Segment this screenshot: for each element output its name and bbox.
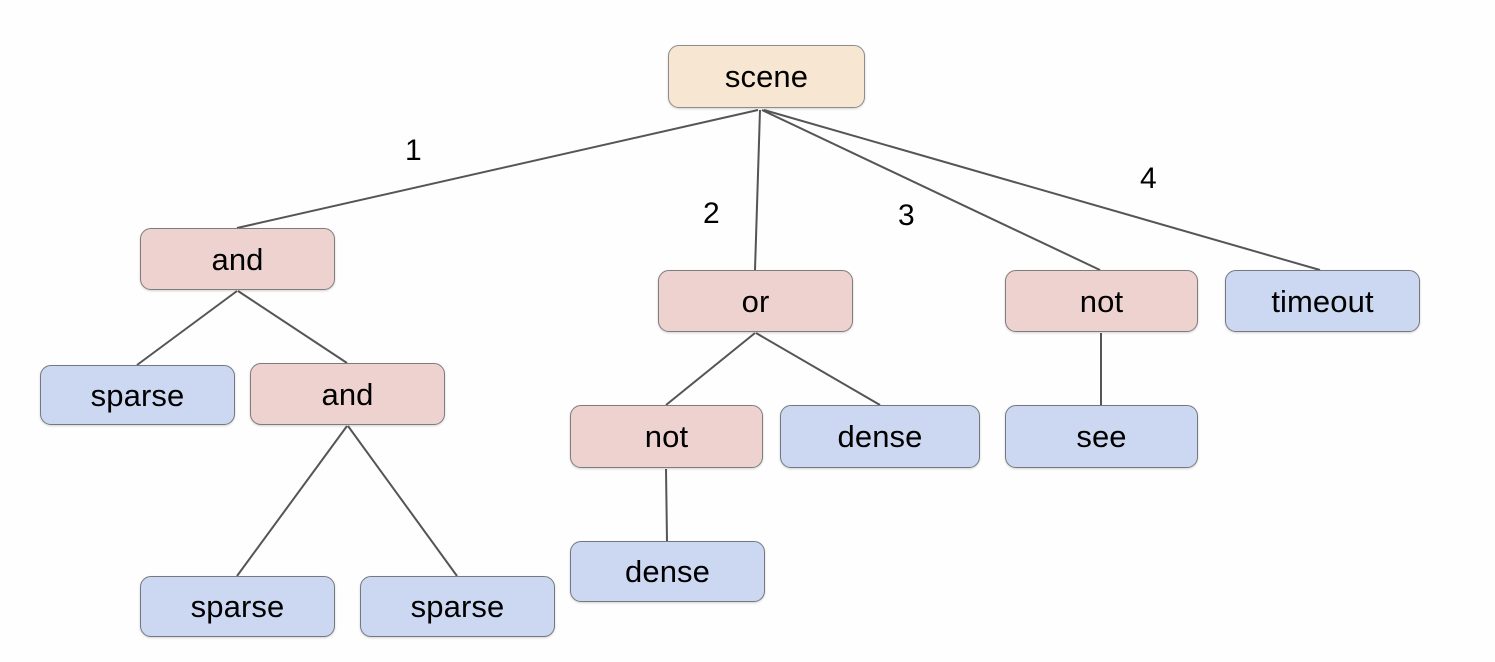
tree-node-see1[interactable]: see <box>1005 405 1198 468</box>
tree-node-label: see <box>1076 419 1127 454</box>
tree-edge-or1-to-not2 <box>665 332 756 406</box>
tree-node-label: not <box>1079 283 1124 319</box>
tree-node-not1[interactable]: not <box>1005 270 1198 332</box>
edge-label-1: 1 <box>405 134 422 167</box>
tree-node-sparse3[interactable]: sparse <box>360 576 555 637</box>
tree-node-label: and <box>211 241 264 277</box>
tree-edge-scene-to-or1 <box>754 109 761 271</box>
tree-node-label: and <box>321 376 374 412</box>
tree-node-timeout1[interactable]: timeout <box>1225 270 1420 332</box>
tree-node-or1[interactable]: or <box>658 270 853 332</box>
tree-node-and1[interactable]: and <box>140 228 335 290</box>
tree-node-label: sparse <box>410 589 505 624</box>
edge-label-4: 4 <box>1140 162 1157 195</box>
tree-node-sparse1[interactable]: sparse <box>40 365 235 425</box>
tree-node-dense2[interactable]: dense <box>570 541 765 602</box>
tree-node-label: sparse <box>90 377 185 413</box>
tree-edge-and1-to-and2 <box>237 290 348 364</box>
tree-edge-scene-to-timeout1 <box>763 109 1321 271</box>
tree-edge-and1-to-sparse1 <box>136 290 238 366</box>
tree-edge-or1-to-dense1 <box>755 332 881 406</box>
tree-edge-scene-to-and1 <box>236 109 759 229</box>
tree-node-label: dense <box>625 554 710 589</box>
tree-node-label: timeout <box>1271 283 1374 319</box>
tree-edge-and2-to-sparse3 <box>347 425 458 577</box>
tree-node-label: scene <box>724 59 809 94</box>
tree-edge-and2-to-sparse2 <box>236 425 348 577</box>
tree-node-label: not <box>644 419 689 454</box>
edge-label-2: 2 <box>703 197 720 230</box>
tree-edge-not2-to-dense2 <box>665 468 668 542</box>
tree-node-dense1[interactable]: dense <box>780 405 980 468</box>
tree-node-label: dense <box>837 419 923 454</box>
tree-node-sparse2[interactable]: sparse <box>140 576 335 637</box>
edge-label-3: 3 <box>898 199 915 232</box>
tree-node-not2[interactable]: not <box>570 405 763 468</box>
tree-edge-scene-to-not1 <box>761 109 1101 271</box>
tree-node-label: or <box>741 283 770 319</box>
tree-node-and2[interactable]: and <box>250 363 445 425</box>
tree-node-label: sparse <box>190 589 285 624</box>
tree-node-scene[interactable]: scene <box>668 45 865 108</box>
